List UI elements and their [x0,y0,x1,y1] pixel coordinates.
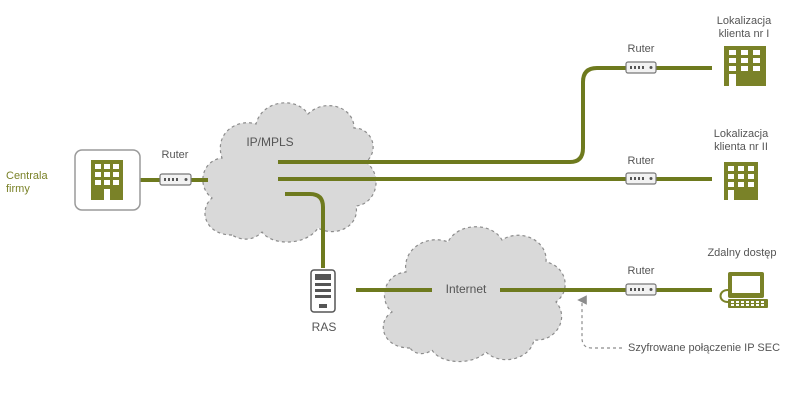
router-icon [159,173,192,186]
router-icon [625,283,657,296]
router-remote-label: Ruter [627,265,655,277]
server-icon [310,269,336,313]
building-icon [724,46,766,86]
link-mpls-client1 [278,66,626,164]
router-icon [625,61,657,74]
ipsec-connector [577,295,622,349]
cloud-mpls-label: IP/MPLS [246,135,294,149]
client2-label-line1: Lokalizacja [713,128,769,140]
headquarters-label-line1: Centrala [6,170,48,182]
client2-label: Lokalizacja klienta nr II [714,128,768,154]
ras-label: RAS [311,320,337,334]
remote-access-label: Zdalny dostęp [707,247,777,259]
client1-label-line2: klienta nr I [718,28,770,40]
headquarters-label-line2: firmy [6,183,30,195]
client1-label-line1: Lokalizacja [716,15,772,27]
building-icon [724,162,758,200]
terminal-icon [719,272,768,308]
cloud-mpls-shape [202,102,377,243]
headquarters-label: Centrala firmy [6,170,48,196]
client2-label-line2: klienta nr II [714,141,768,153]
router-icon [625,172,657,185]
cloud-internet-label: Internet [445,282,487,296]
router-client1-label: Ruter [627,43,655,55]
link-mpls-ras [285,192,325,268]
router-hq-label: Ruter [161,149,189,161]
router-client2-label: Ruter [627,155,655,167]
ipsec-note-label: Szyfrowane połączenie IP SEC [628,342,781,354]
building-icon [91,160,123,200]
cloud-internet-shape [382,226,566,363]
client1-label: Lokalizacja klienta nr I [717,15,771,41]
